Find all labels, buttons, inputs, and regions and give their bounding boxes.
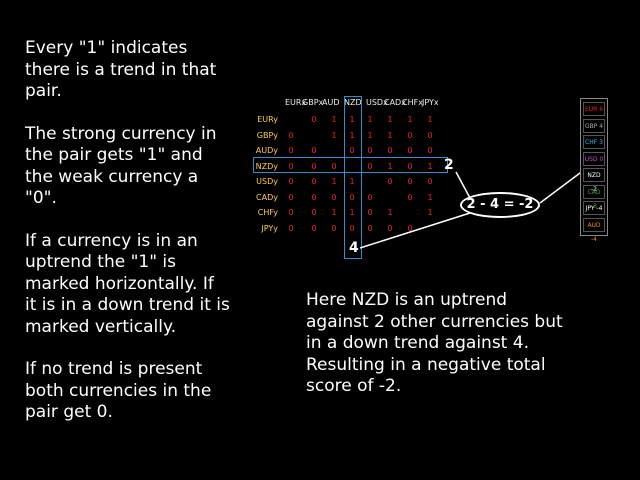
column-header: JPYx xyxy=(422,98,439,107)
col-sum: 4 xyxy=(349,240,359,256)
para-no-trend: If no trend is present both currencies i… xyxy=(25,359,212,422)
column-header: CADx xyxy=(384,98,406,107)
matrix-cell: 1 xyxy=(367,115,373,124)
matrix-cell: 0 xyxy=(311,146,317,155)
nzd-row-highlight xyxy=(253,157,448,173)
matrix-cell: 0 xyxy=(407,161,413,171)
matrix-cell: 0 xyxy=(387,223,393,233)
matrix-cell: 1 xyxy=(367,130,373,140)
matrix-cell: 1 xyxy=(387,130,393,140)
matrix-cell: 0 xyxy=(367,223,373,233)
matrix-cell: 0 xyxy=(407,130,413,140)
nzd-explanation: Here NZD is an uptrend against 2 other c… xyxy=(306,290,563,396)
matrix-cell: 0 xyxy=(367,146,373,155)
matrix-cell: 1 xyxy=(349,177,355,186)
matrix-cell: 1 xyxy=(349,208,355,217)
column-header: GBPx xyxy=(302,98,324,107)
row-label: USDy xyxy=(256,177,278,186)
matrix-cell: 0 xyxy=(387,146,393,155)
strength-item: NZD -2 xyxy=(583,168,605,193)
matrix-cell: 1 xyxy=(427,192,433,202)
matrix-cell: 1 xyxy=(427,115,433,124)
matrix-cell: 0 xyxy=(367,192,373,202)
matrix-cell: 0 xyxy=(288,223,294,233)
row-label: NZDy xyxy=(255,161,278,171)
para-uptrend: If a currency is in an uptrend the "1" i… xyxy=(25,230,230,337)
matrix-cell: 0 xyxy=(311,223,317,233)
matrix-cell: 0 xyxy=(349,146,355,155)
strength-item: CHF 3 xyxy=(583,135,605,149)
strength-item: EUR 6 xyxy=(583,102,605,116)
matrix-cell: 1 xyxy=(407,115,413,124)
matrix-cell: 1 xyxy=(349,115,355,124)
matrix-cell: 0 xyxy=(311,177,317,186)
matrix-cell: 1 xyxy=(387,161,393,171)
row-label: JPYy xyxy=(261,223,278,233)
right-explanation: Here NZD is an uptrend against 2 other c… xyxy=(306,290,566,398)
matrix-cell: 1 xyxy=(427,208,433,217)
matrix-cell: 0 xyxy=(288,208,294,217)
matrix-cell: 0 xyxy=(331,223,337,233)
row-label: AUDy xyxy=(255,146,278,155)
matrix-cell: 0 xyxy=(427,177,433,186)
matrix-cell: 0 xyxy=(288,161,294,171)
column-header: CHFx xyxy=(402,98,423,107)
left-explanation: Every "1" indicates there is a trend in … xyxy=(25,38,230,445)
nzd-column-highlight xyxy=(344,96,362,259)
matrix-cell: 0 xyxy=(407,146,413,155)
column-header: USDx xyxy=(366,98,388,107)
score-equation: 2 - 4 = -2 xyxy=(460,192,540,218)
matrix-cell: 0 xyxy=(311,208,317,217)
matrix-cell: 0 xyxy=(367,161,373,171)
matrix-cell: 0 xyxy=(288,130,294,140)
column-header: EURx xyxy=(285,98,307,107)
row-label: EURy xyxy=(257,115,278,124)
para-strong: The strong currency in the pair gets "1"… xyxy=(25,123,217,209)
matrix-cell: 0 xyxy=(407,192,413,202)
column-header: NZD xyxy=(344,98,362,107)
matrix-cell: 0 xyxy=(427,130,433,140)
column-header: AUD xyxy=(322,98,340,107)
matrix-cell: 1 xyxy=(331,177,337,186)
matrix-cell: 1 xyxy=(387,208,393,217)
matrix-cell: 1 xyxy=(331,130,337,140)
matrix-cell: 0 xyxy=(311,192,317,202)
strength-item: GBP 4 xyxy=(583,118,605,133)
matrix-cell: 1 xyxy=(427,161,433,171)
strength-item: USD 0 xyxy=(583,151,605,166)
matrix-cell: 0 xyxy=(387,177,393,186)
strength-item: JPY -4 xyxy=(583,201,605,215)
matrix-cell: 0 xyxy=(311,115,317,124)
matrix-cell: 1 xyxy=(331,115,337,124)
strength-item: CAD -3 xyxy=(583,184,605,210)
para-trend: Every "1" indicates there is a trend in … xyxy=(25,38,217,101)
matrix-cell: 0 xyxy=(331,161,337,171)
matrix-cell: 1 xyxy=(387,115,393,124)
row-label: CADy xyxy=(256,192,278,202)
matrix-cell: 0 xyxy=(288,192,294,202)
row-label: CHFy xyxy=(257,208,278,217)
matrix-cell: 0 xyxy=(311,161,317,171)
matrix-cell: 0 xyxy=(288,146,294,155)
matrix-cell: 0 xyxy=(407,177,413,186)
strength-item: AUD -4 xyxy=(583,217,605,243)
matrix-cell: 0 xyxy=(331,192,337,202)
matrix-cell: 0 xyxy=(427,146,433,155)
matrix-cell: 0 xyxy=(349,192,355,202)
matrix-cell: 0 xyxy=(288,177,294,186)
matrix-cell: 0 xyxy=(407,223,413,233)
matrix-cell: 0 xyxy=(349,223,355,233)
matrix-cell: 1 xyxy=(349,130,355,140)
matrix-cell: 1 xyxy=(331,208,337,217)
row-label: GBPy xyxy=(256,130,278,140)
matrix-cell: 0 xyxy=(367,208,373,217)
row-sum: 2 xyxy=(444,157,454,173)
